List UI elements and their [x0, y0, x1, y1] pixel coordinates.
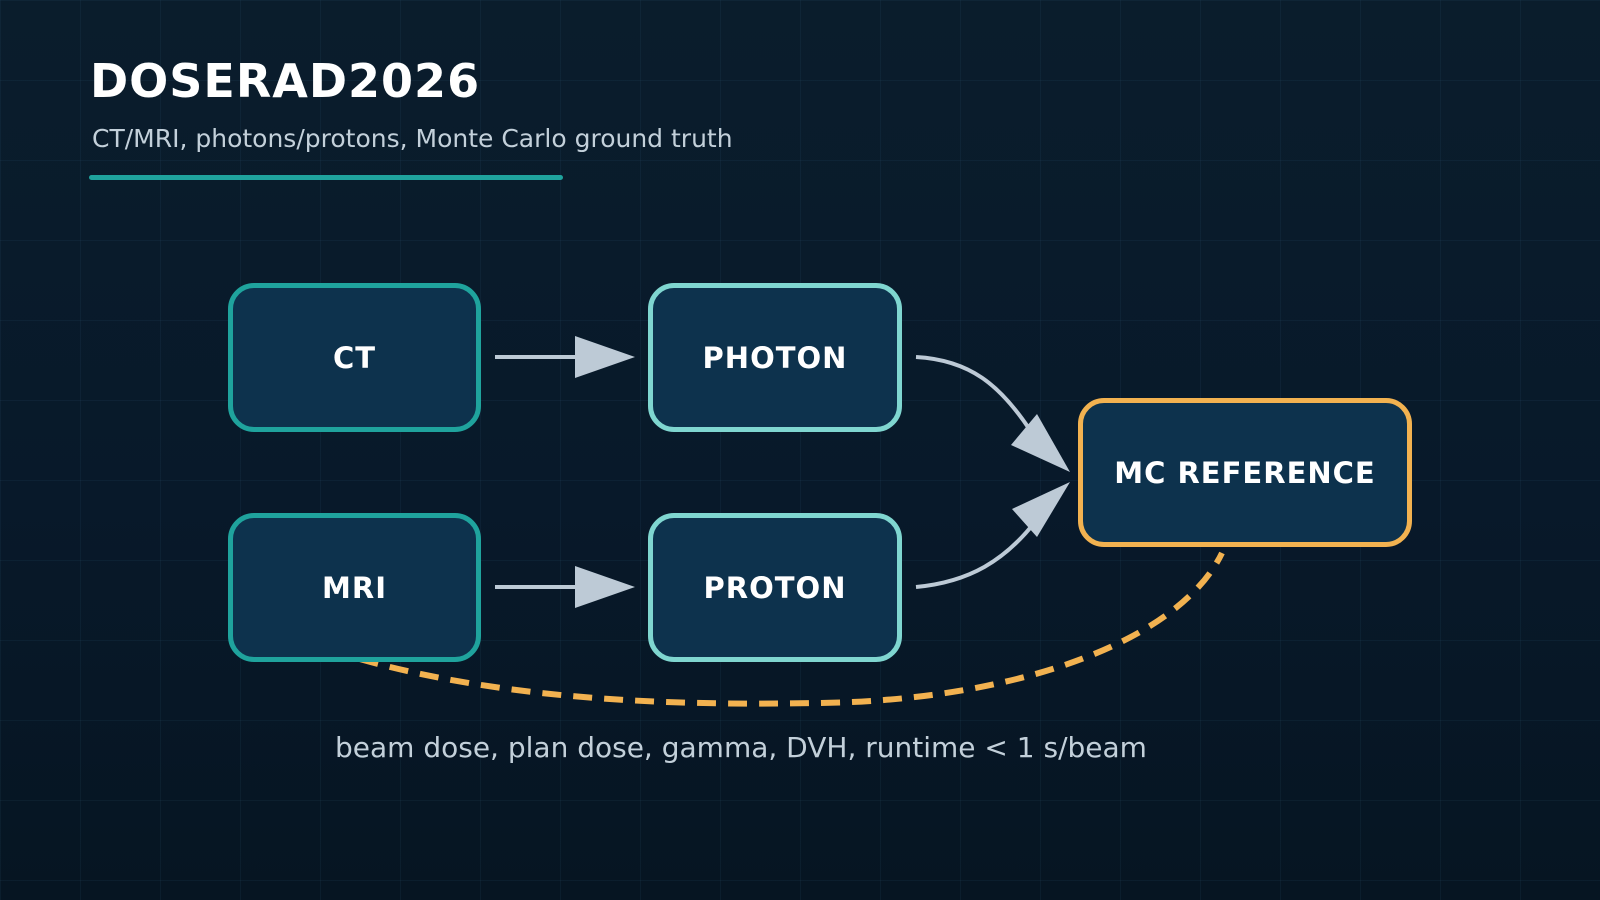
node-mc-reference-label: MC REFERENCE: [1114, 455, 1376, 490]
node-ct-label: CT: [332, 340, 377, 375]
title-underline: [89, 175, 563, 180]
arrowhead-mri-to-proton: [575, 566, 635, 608]
node-ct: CT: [228, 283, 481, 432]
node-proton-label: PROTON: [703, 570, 847, 605]
node-photon: PHOTON: [648, 283, 902, 432]
arrowhead-proton-to-mc: [1012, 482, 1070, 537]
dashed-validation-curve: [329, 551, 1225, 707]
node-mri-label: MRI: [322, 570, 387, 605]
node-photon-label: PHOTON: [702, 340, 848, 375]
node-proton: PROTON: [648, 513, 902, 662]
arrowhead-ct-to-photon: [575, 336, 635, 378]
page-title: DOSERAD2026: [90, 54, 481, 108]
arrow-proton-to-mc: [915, 520, 1037, 589]
page-subtitle: CT/MRI, photons/protons, Monte Carlo gro…: [92, 124, 733, 153]
footer-metrics: beam dose, plan dose, gamma, DVH, runtim…: [335, 731, 1147, 764]
node-mri: MRI: [228, 513, 481, 662]
node-mc-reference: MC REFERENCE: [1078, 398, 1412, 547]
arrow-photon-to-mc: [915, 355, 1032, 432]
arrowhead-photon-to-mc: [1011, 414, 1070, 472]
